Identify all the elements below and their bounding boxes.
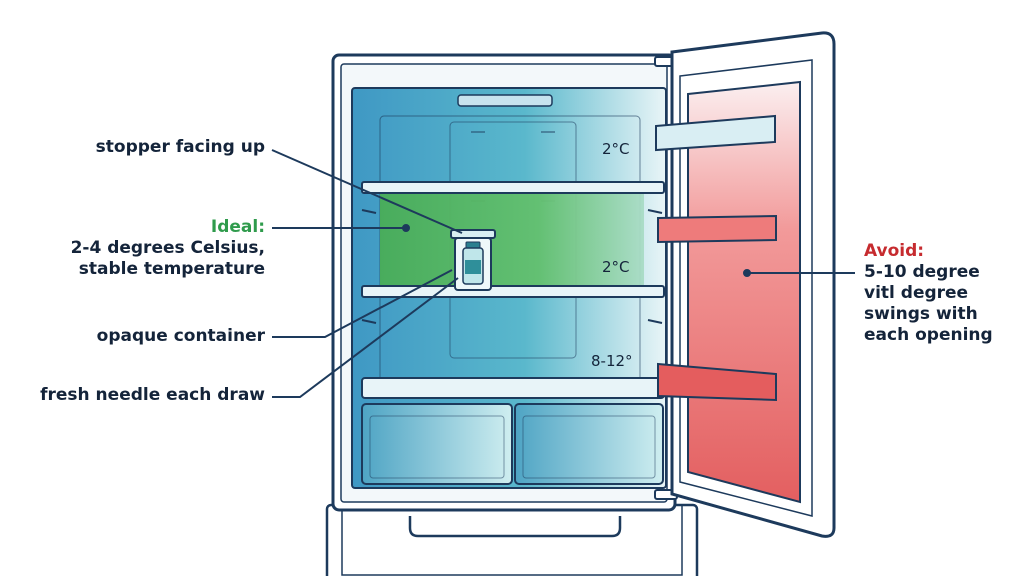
label-ideal-line2: stable temperature [78,259,265,279]
vial-icon [462,241,484,285]
label-ideal-heading: Ideal: [210,217,265,237]
shelf-middle [361,285,665,298]
label-avoid-line2: vitl degree [864,283,969,303]
ideal-zone [380,194,644,286]
label-stopper: stopper facing up [95,137,265,157]
crisper-drawers [361,403,664,485]
temp-top-shelf: 2°C [602,140,630,158]
leader-needle [272,277,459,398]
label-ideal-block: Ideal: 2-4 degrees Celsius, stable tempe… [71,217,265,280]
label-ideal-line1: 2-4 degrees Celsius, [70,238,265,258]
shelf-top [361,181,665,194]
container-icon [450,229,496,291]
label-avoid-block: Avoid: 5-10 degree vitl degree swings wi… [864,241,993,346]
label-avoid-line1: 5-10 degree [864,262,980,282]
label-avoid-line4: each opening [864,325,993,345]
shelf-bottom [361,377,665,399]
temp-middle-shelf: 2°C [602,258,630,276]
label-avoid-line3: swings with [864,304,978,324]
label-avoid-heading: Avoid: [864,241,925,261]
label-needle: fresh needle each draw [40,385,265,405]
label-opaque: opaque container [96,326,265,346]
leader-opaque [272,269,453,338]
fridge-base [325,503,699,576]
temp-bottom-zone: 8-12° [591,352,633,370]
leader-lines [271,149,855,398]
fridge-door [655,31,836,538]
leader-stopper [271,149,463,234]
